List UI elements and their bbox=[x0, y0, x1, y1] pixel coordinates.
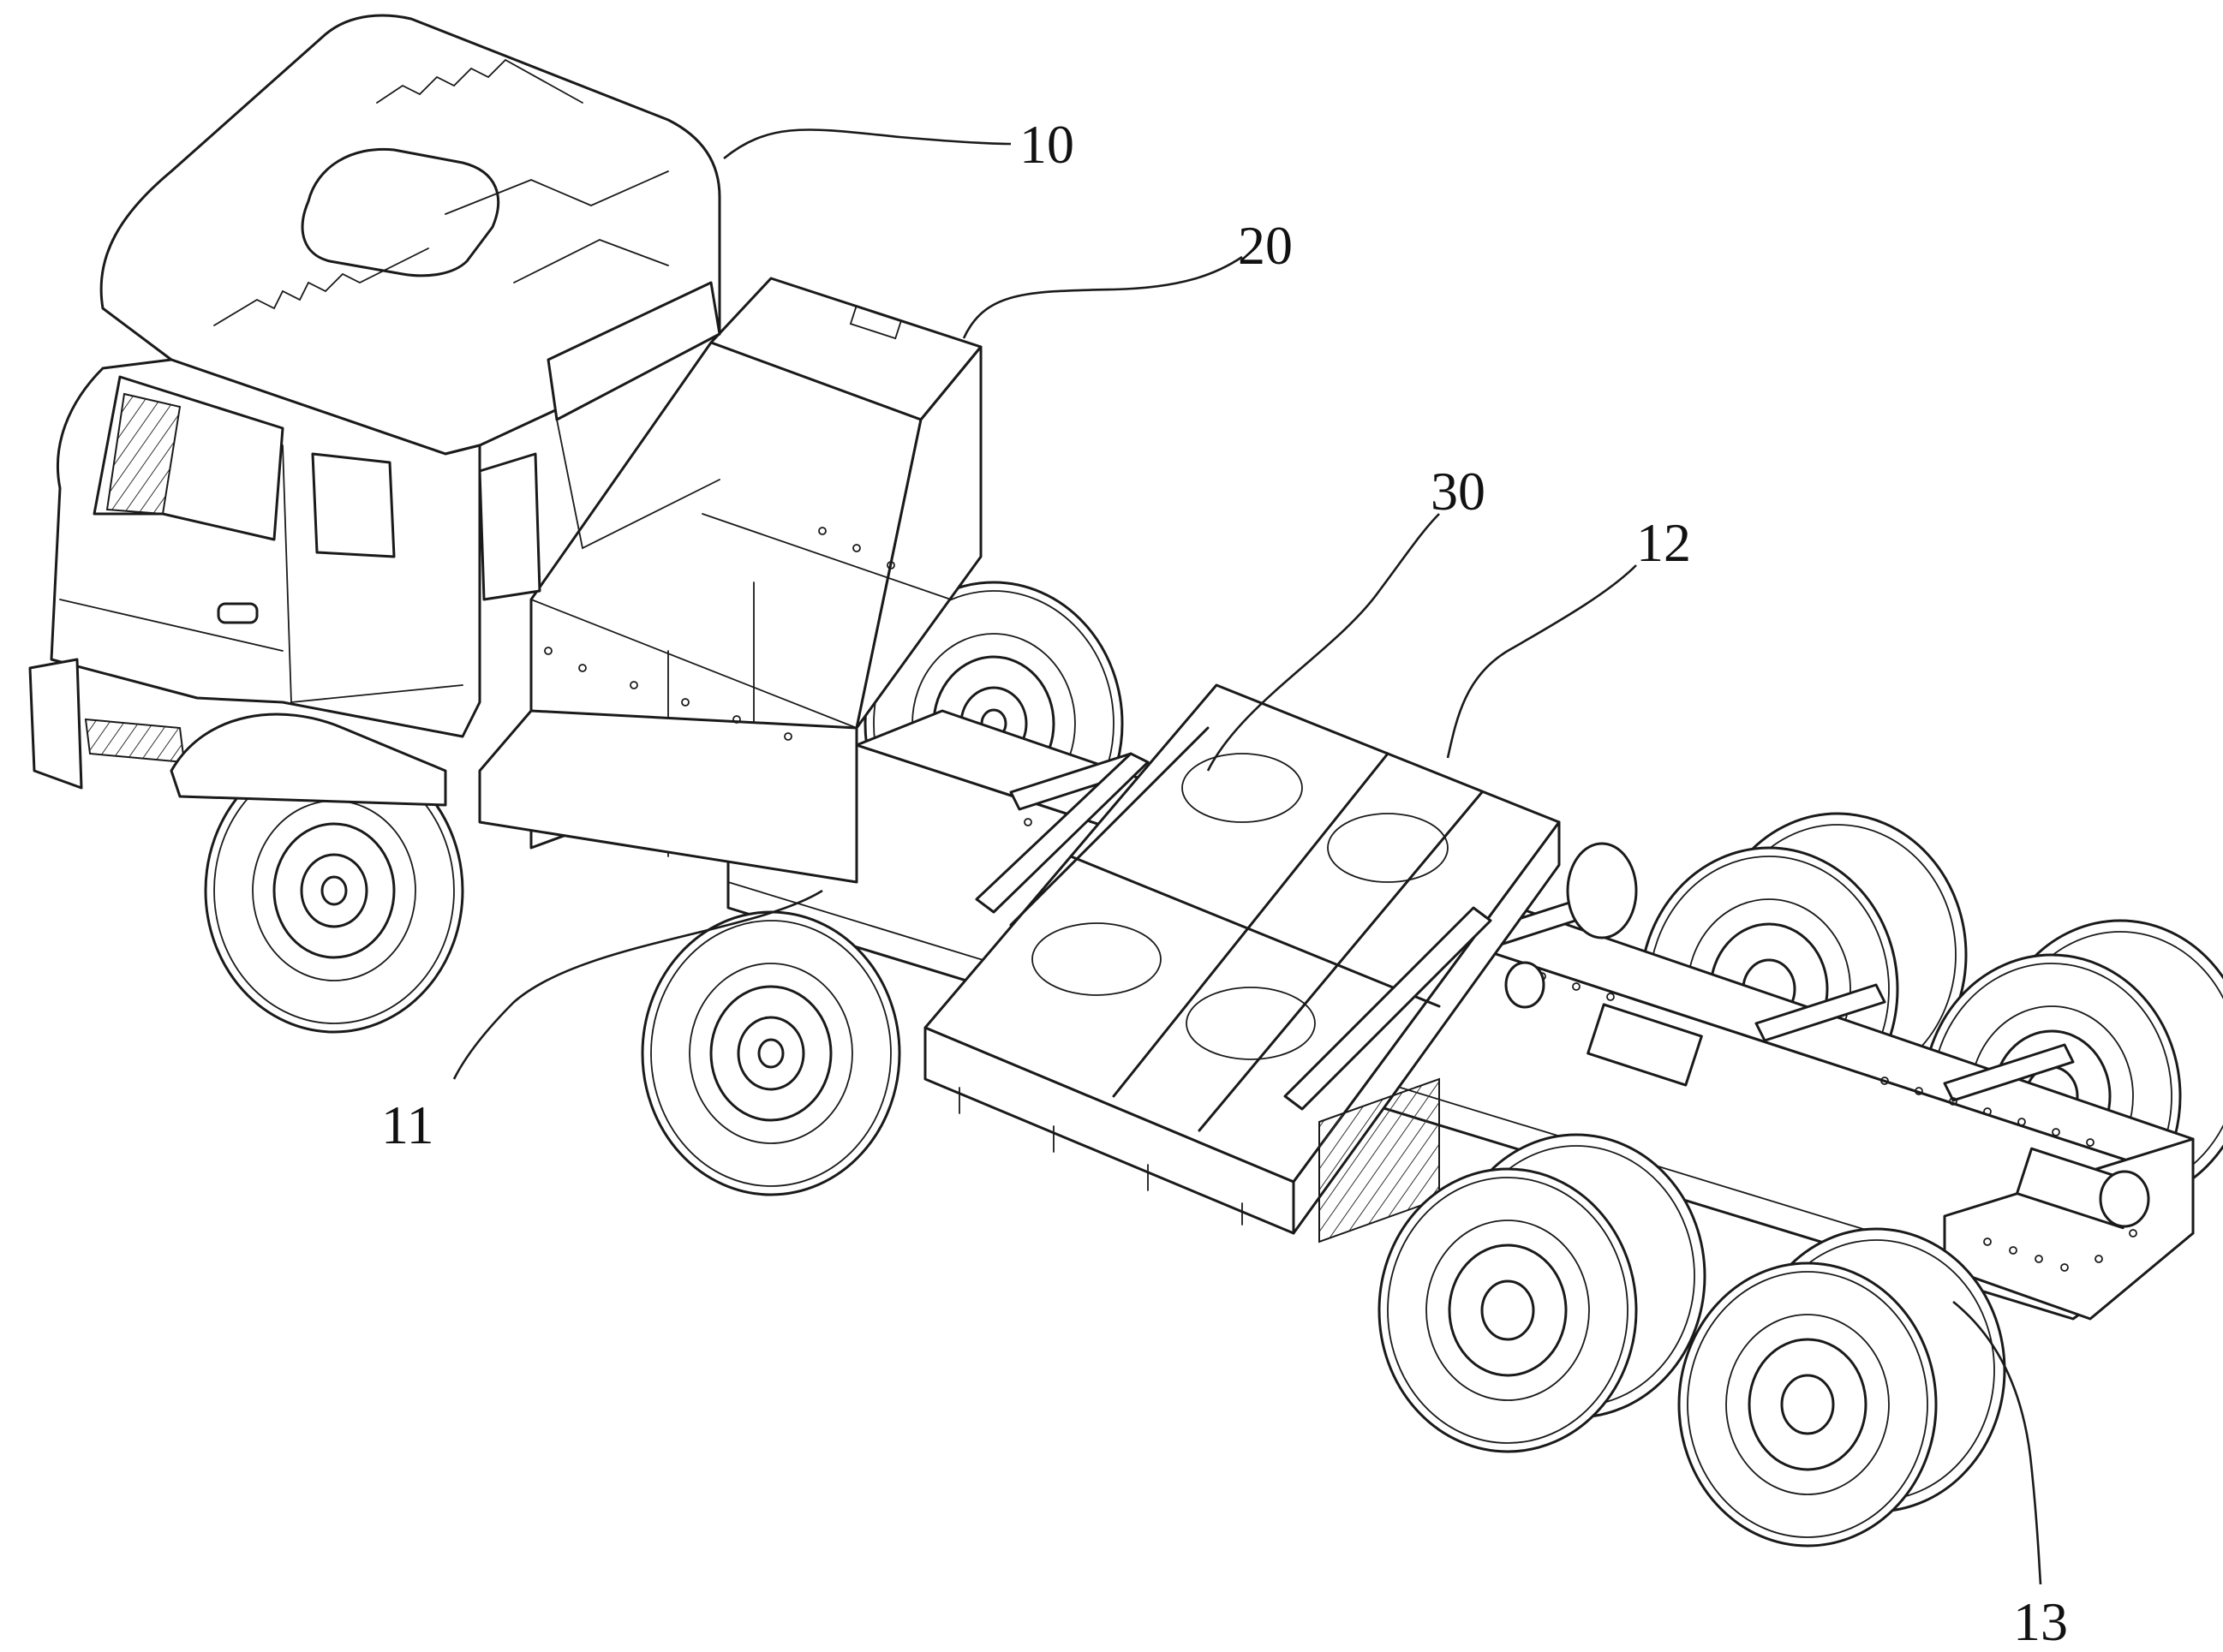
label-13: 13 bbox=[2013, 1591, 2068, 1652]
leader-20 bbox=[964, 257, 1242, 338]
second-axle-wheel-near bbox=[642, 912, 899, 1195]
label-10: 10 bbox=[1019, 114, 1074, 175]
label-12: 12 bbox=[1636, 512, 1691, 573]
leader-12 bbox=[1448, 565, 1636, 758]
label-20: 20 bbox=[1238, 215, 1293, 276]
leader-10 bbox=[724, 129, 1011, 158]
label-11: 11 bbox=[381, 1094, 434, 1155]
rear-wheel-near-2 bbox=[1679, 1229, 2005, 1546]
label-30: 30 bbox=[1431, 461, 1485, 522]
